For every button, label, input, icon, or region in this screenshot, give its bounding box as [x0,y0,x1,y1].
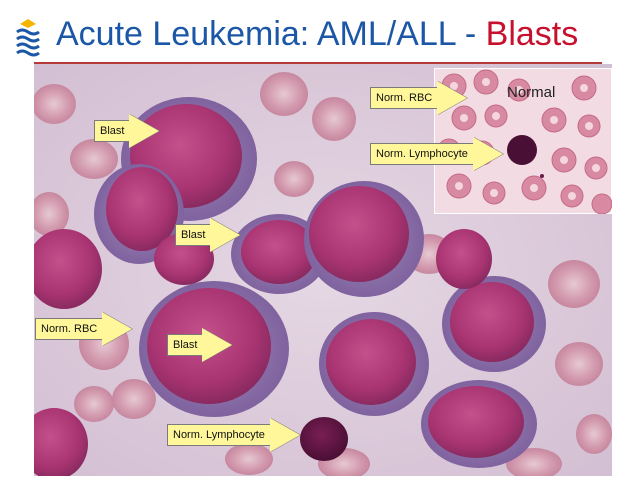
callout-blast-3: Blast [167,328,233,362]
callout-arrow-icon [437,81,468,115]
callout-label: Blast [94,120,131,142]
background-rbcs [34,72,612,476]
callout-arrow-icon [269,418,300,452]
page-title: Acute Leukemia: AML/ALL - Blasts [56,12,578,56]
callout-label: Norm. Lymphocyte [370,143,474,165]
callout-arrow-icon [202,328,233,362]
wave-shield-icon [16,19,40,57]
callout-arrow-icon [210,218,241,252]
lymphocyte-cell [300,417,348,461]
callout-norm-rbc-inset: Norm. RBC [370,81,468,115]
callout-norm-rbc-left: Norm. RBC [35,312,133,346]
callout-label: Norm. RBC [370,87,439,109]
callout-label: Blast [167,334,204,356]
callout-arrow-icon [102,312,133,346]
callout-arrow-icon [472,137,503,171]
callout-norm-lymphocyte-bottom: Norm. Lymphocyte [167,418,300,452]
title-main: Acute Leukemia: AML/ALL - [56,15,486,53]
callout-label: Norm. Lymphocyte [167,424,271,446]
inset-caption: Normal [507,84,556,101]
title-divider [34,62,602,64]
callout-norm-lymphocyte-inset: Norm. Lymphocyte [370,137,503,171]
callout-arrow-icon [129,114,160,148]
title-accent: Blasts [485,15,579,53]
callout-blast-1: Blast [94,114,160,148]
callout-label: Norm. RBC [35,318,104,340]
callout-label: Blast [175,224,212,246]
callout-blast-2: Blast [175,218,241,252]
